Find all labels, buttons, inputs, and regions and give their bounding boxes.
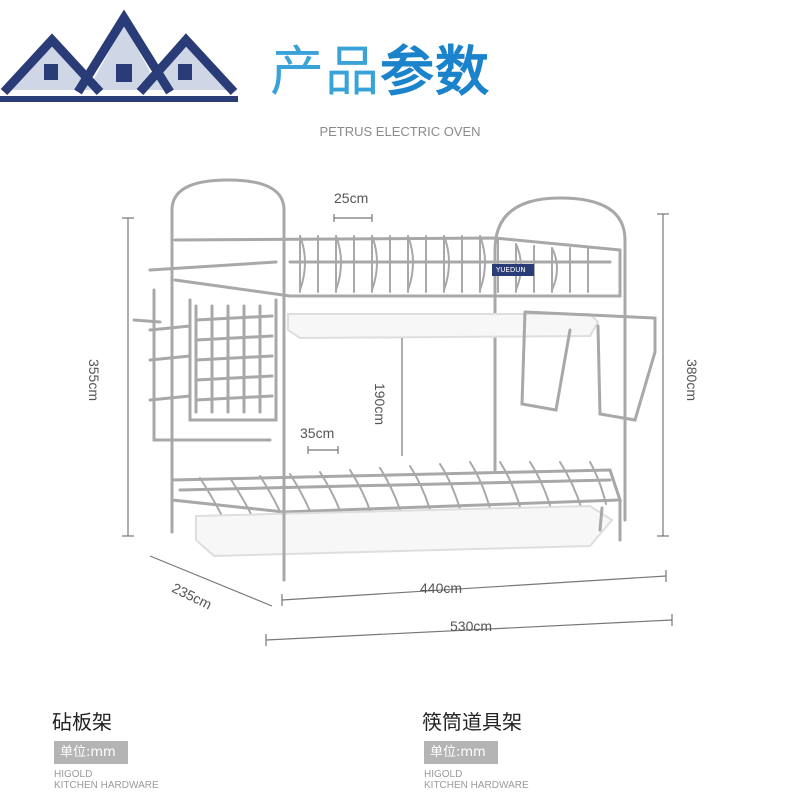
section-label-cutting-board: 砧板架 xyxy=(52,710,112,734)
dim-inner-gap: 35cm xyxy=(300,425,335,441)
dim-tier-height: 190cm xyxy=(372,382,388,426)
dim-right-height: 380cm xyxy=(684,358,700,402)
dim-inner-width: 440cm xyxy=(420,580,463,596)
title-bold-part: 参数 xyxy=(380,40,490,103)
brand-line2-right: KITCHEN HARDWARE xyxy=(424,780,529,791)
brand-line2-left: KITCHEN HARDWARE xyxy=(54,780,159,791)
unit-badge-utensil-rack: 单位:mm xyxy=(424,741,498,764)
dim-left-height: 355cm xyxy=(86,358,102,402)
dim-total-width: 530cm xyxy=(450,618,493,634)
page-title: 产品参数 xyxy=(270,42,490,102)
page-subtitle: PETRUS ELECTRIC OVEN xyxy=(319,124,481,139)
section-label-utensil-rack: 筷筒道具架 xyxy=(422,710,522,734)
product-tag: YUEDUN xyxy=(496,266,526,274)
brand-logo xyxy=(0,0,238,104)
brand-line1-right: HIGOLD xyxy=(424,769,463,780)
title-light-part: 产品 xyxy=(270,40,380,103)
unit-badge-cutting-board: 单位:mm xyxy=(54,741,128,764)
dim-top-gap: 25cm xyxy=(334,190,369,206)
brand-line1-left: HIGOLD xyxy=(54,769,93,780)
